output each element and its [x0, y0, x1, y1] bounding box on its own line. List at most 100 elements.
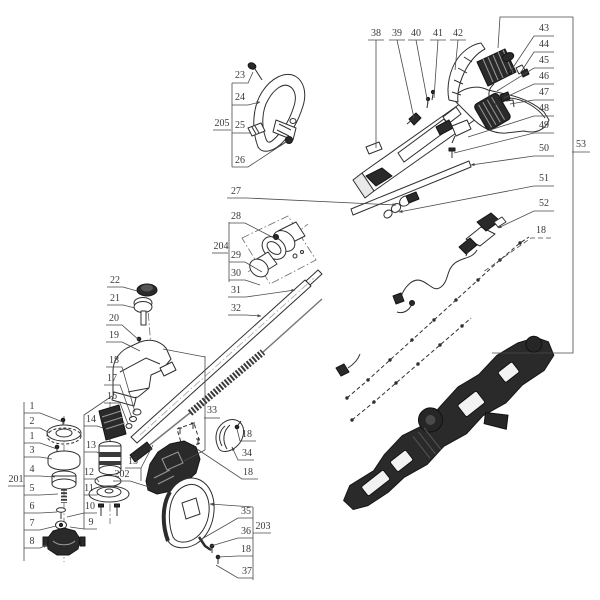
callout-205: 205	[215, 118, 230, 129]
leader-49	[453, 132, 554, 154]
callout-9: 9	[89, 517, 94, 528]
callout-35: 35	[241, 506, 251, 517]
bracket-33-upper	[162, 348, 206, 358]
leader-38	[368, 39, 384, 148]
screw-18	[234, 424, 240, 430]
motor-cover	[98, 404, 127, 441]
part-upper-shaft	[350, 160, 472, 219]
callout-46: 46	[539, 71, 549, 82]
harness-wire	[399, 249, 478, 300]
callout-33: 33	[207, 405, 217, 416]
callout-32: 32	[231, 303, 241, 314]
leader-16	[104, 402, 129, 425]
leader-18	[217, 555, 253, 558]
callout-6: 6	[30, 501, 35, 512]
callout-31: 31	[231, 285, 241, 296]
leader-20	[106, 324, 140, 341]
leader-42	[450, 39, 466, 71]
callout-30: 30	[231, 268, 241, 279]
callout-202: 202	[115, 469, 130, 480]
part-lower-boom-housing	[343, 335, 555, 510]
leader-39	[389, 39, 415, 119]
leader-18	[482, 237, 551, 273]
callout-18: 18	[241, 544, 251, 555]
part-shaft-coupler	[241, 215, 317, 285]
leader-21	[107, 304, 136, 309]
part-gear-head-mount	[111, 283, 177, 429]
leader-31	[228, 288, 296, 298]
coil-spring	[187, 349, 266, 416]
callout-26: 26	[235, 155, 245, 166]
callout-28: 28	[231, 211, 241, 222]
callout-1: 1	[30, 431, 35, 442]
bracket-203-leader	[209, 502, 254, 508]
callout-51: 51	[539, 173, 549, 184]
line-cutoff-knife	[197, 536, 212, 552]
leader-46	[503, 83, 554, 99]
leader-30	[229, 279, 261, 286]
part-hanger-cap	[215, 419, 245, 452]
leader-50	[470, 155, 554, 167]
callout-17: 17	[107, 373, 117, 384]
leader-41	[430, 39, 446, 99]
leader-29	[229, 261, 263, 273]
leader-3	[24, 456, 53, 460]
callout-204: 204	[214, 241, 229, 252]
pin-38	[365, 141, 383, 155]
coupler-knob	[273, 234, 279, 240]
callout-15: 15	[128, 456, 138, 467]
head-plate	[88, 485, 130, 503]
leader-34	[231, 446, 254, 461]
part-flex-drive-shaft	[145, 298, 323, 449]
callout-40: 40	[411, 28, 421, 39]
callout-11: 11	[84, 483, 94, 494]
callout-201: 201	[9, 474, 24, 485]
callout-10: 10	[85, 501, 95, 512]
callout-16: 16	[107, 391, 117, 402]
leader-47	[509, 99, 554, 105]
leader-17	[104, 384, 133, 419]
callout-18: 18	[536, 225, 546, 236]
callout-50: 50	[539, 143, 549, 154]
leader-24	[232, 101, 261, 106]
bracket-9-14	[83, 395, 113, 529]
side-cover	[447, 42, 486, 103]
leader-40	[408, 39, 429, 105]
leader-2	[24, 427, 51, 434]
callout-44: 44	[539, 39, 549, 50]
callout-48: 48	[539, 103, 549, 114]
leader-13	[84, 451, 104, 457]
part-front-handle	[247, 62, 306, 152]
callout-24: 24	[235, 92, 245, 103]
callout-20: 20	[109, 313, 119, 324]
callout-25: 25	[235, 120, 245, 131]
leader-23	[232, 71, 254, 84]
callout-19: 19	[109, 330, 119, 341]
callout-27: 27	[231, 186, 241, 197]
callout-13: 13	[86, 440, 96, 451]
callout-203: 203	[256, 521, 271, 532]
callout-37: 37	[242, 566, 252, 577]
callout-23: 23	[235, 70, 245, 81]
leader-5	[24, 493, 59, 496]
leader-1	[24, 442, 58, 450]
leader-4	[24, 475, 56, 478]
callout-41: 41	[433, 28, 443, 39]
leader-18	[196, 448, 258, 480]
trimmer-head-housing	[46, 527, 81, 556]
leader-6	[24, 511, 58, 514]
callout-34: 34	[242, 448, 252, 459]
callout-3: 3	[30, 445, 35, 456]
part-powerhead	[352, 42, 550, 199]
callout-18: 18	[242, 429, 252, 440]
leader-11	[84, 493, 99, 496]
leader-202	[113, 480, 150, 488]
leader-48	[467, 115, 554, 138]
leader-9	[69, 526, 97, 530]
callout-49: 49	[539, 120, 549, 131]
bracket-39	[408, 112, 422, 126]
leader-36	[210, 537, 253, 547]
upper-tube	[350, 160, 472, 216]
